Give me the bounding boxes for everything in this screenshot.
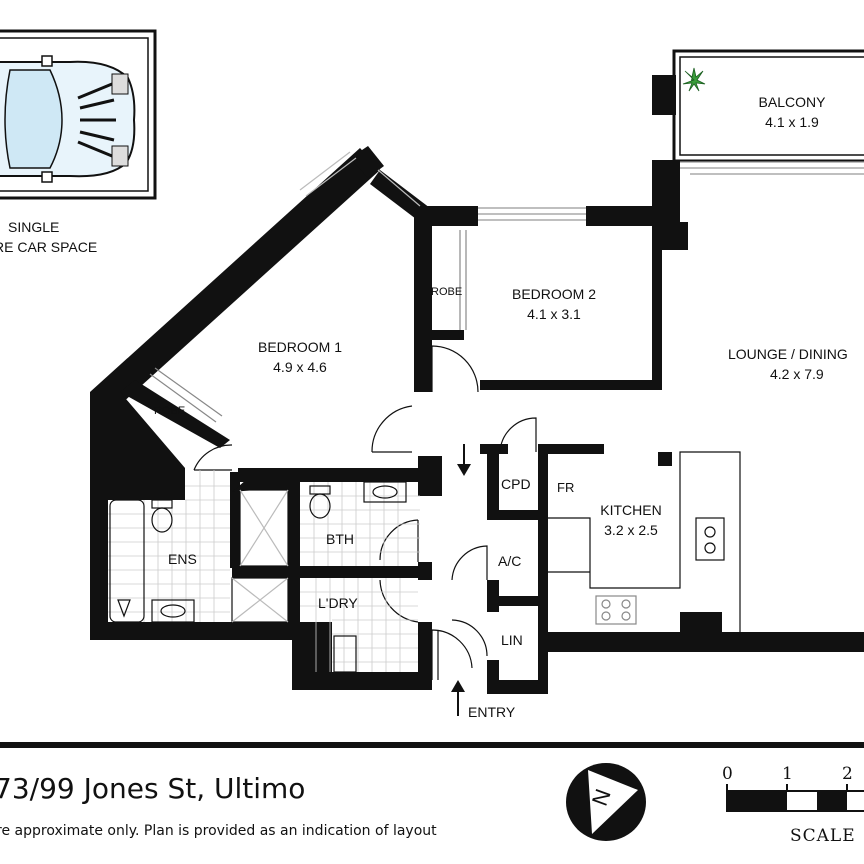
bedroom2-label: BEDROOM 2 4.1 x 3.1 — [494, 284, 614, 324]
scale-tick-0: 0 — [722, 764, 733, 784]
walls — [90, 146, 864, 694]
scale-tick-2: 2 — [842, 764, 853, 784]
car-space-line2: RE CAR SPACE — [0, 239, 98, 255]
entry-label: ENTRY — [468, 704, 516, 720]
lounge-name: LOUNGE / DINING — [728, 346, 848, 362]
balcony-label: BALCONY 4.1 x 1.9 — [748, 92, 836, 132]
address-title: 73/99 Jones St, Ultimo — [0, 772, 306, 805]
balcony-dims: 4.1 x 1.9 — [765, 114, 819, 130]
cpd-label: CPD — [501, 476, 531, 492]
entry-arrows — [451, 444, 471, 716]
footer-divider — [0, 742, 864, 748]
robe2-label: ROBE — [431, 286, 463, 298]
bedroom1-label: BEDROOM 1 4.9 x 4.6 — [240, 337, 360, 377]
ac-label: A/C — [498, 553, 522, 569]
kitchen-label: KITCHEN 3.2 x 2.5 — [586, 500, 676, 540]
scale-tick-1: 1 — [782, 764, 793, 784]
fittings — [108, 151, 864, 680]
ldry-label: L'DRY — [318, 595, 358, 611]
north-compass-icon: N — [566, 763, 646, 841]
lin-label: LIN — [501, 632, 523, 648]
car-icon — [0, 55, 136, 183]
kitchen-dims: 3.2 x 2.5 — [604, 522, 658, 538]
ens-label: ENS — [168, 551, 197, 567]
lounge-dims: 4.2 x 7.9 — [770, 366, 824, 382]
balcony-area — [652, 49, 864, 163]
car-space — [0, 29, 157, 200]
bth-label: BTH — [326, 531, 354, 547]
disclaimer-text: re approximate only. Plan is provided as… — [0, 823, 437, 839]
scale-bar — [726, 784, 864, 812]
car-space-line1: SINGLE — [8, 219, 60, 235]
kitchen-name: KITCHEN — [600, 502, 662, 518]
bedroom1-name: BEDROOM 1 — [257, 339, 342, 355]
fr-label: FR — [557, 480, 575, 495]
robe1-label: ROBE — [154, 405, 186, 417]
lounge-label: LOUNGE / DINING 4.2 x 7.9 — [728, 344, 864, 384]
bedroom1-dims: 4.9 x 4.6 — [273, 359, 327, 375]
scale-label: SCALE — [790, 826, 856, 846]
bedroom2-name: BEDROOM 2 — [511, 286, 596, 302]
plant-icon — [682, 67, 706, 92]
balcony-name: BALCONY — [758, 94, 826, 110]
bedroom2-dims: 4.1 x 3.1 — [527, 306, 581, 322]
car-space-label: SINGLE RE CAR SPACE — [0, 217, 97, 257]
